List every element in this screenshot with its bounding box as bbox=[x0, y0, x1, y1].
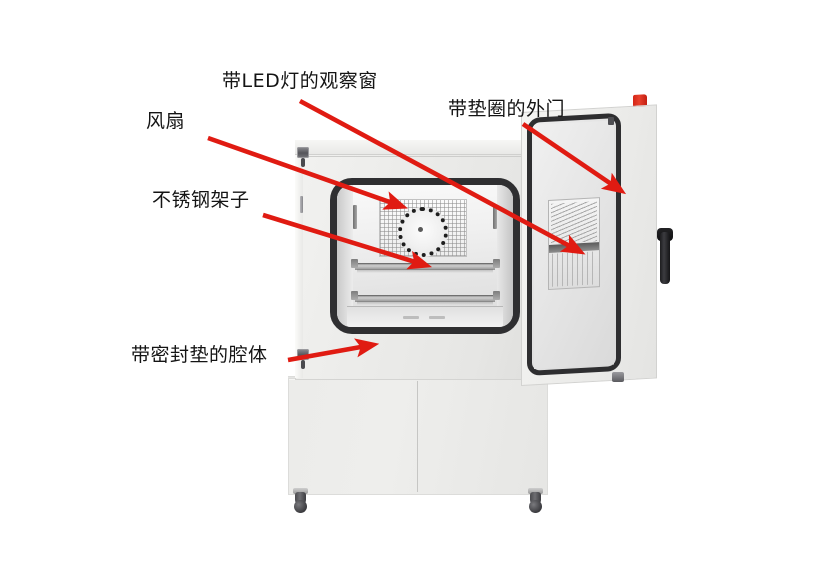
arrow-viewing-window bbox=[298, 98, 586, 255]
arrow-fan bbox=[207, 135, 408, 210]
callout-fan: 风扇 bbox=[146, 110, 186, 132]
callout-sealed-chamber: 带密封垫的腔体 bbox=[131, 344, 268, 366]
callout-stainless-shelf: 不锈钢架子 bbox=[152, 189, 250, 211]
arrow-outer-door-gasket bbox=[521, 122, 627, 195]
callout-viewing-window: 带LED灯的观察窗 bbox=[222, 70, 378, 92]
arrow-sealed-chamber bbox=[287, 338, 380, 363]
callout-outer-door-gasket: 带垫圈的外门 bbox=[448, 98, 566, 120]
arrow-stainless-shelf bbox=[262, 212, 433, 270]
